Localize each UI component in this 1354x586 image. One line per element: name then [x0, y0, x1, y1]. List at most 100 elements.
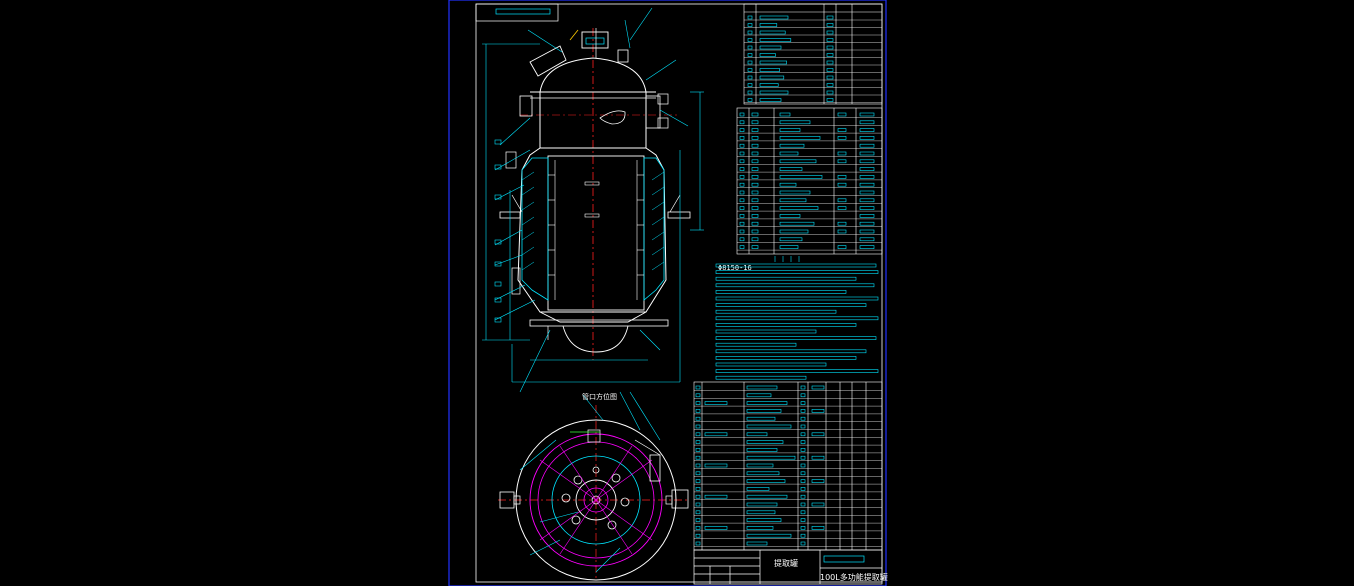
- tech-row-val: [837, 128, 847, 132]
- tech-row-code: [751, 167, 759, 171]
- tech-row-code: [751, 175, 759, 179]
- tech-row-unit: [859, 151, 875, 156]
- tech-row-code: [751, 136, 759, 140]
- bom-row-mat: [811, 409, 825, 413]
- note-line: [715, 303, 867, 307]
- bom-row-no: [695, 533, 701, 538]
- tech-row-no: [739, 198, 745, 203]
- tech-row-no: [739, 151, 745, 156]
- notes-lines: [715, 263, 879, 380]
- tech-row-no: [739, 182, 745, 187]
- nozzle-row-no: [747, 75, 753, 80]
- tech-row-desc: [779, 190, 811, 195]
- note-tag: Φ8150-16: [718, 264, 752, 272]
- note-line: [715, 296, 879, 301]
- tech-row-code: [751, 221, 759, 226]
- bom-row-no: [695, 526, 701, 530]
- technical-data-table: [736, 107, 883, 255]
- bom-row-qty: [800, 533, 806, 538]
- bom-row-name: [746, 479, 786, 483]
- bom-row-no: [695, 448, 701, 452]
- tech-row-desc: [779, 159, 817, 164]
- bom-row-name: [746, 494, 788, 499]
- note-line: [715, 263, 877, 268]
- tech-row-no: [739, 229, 745, 234]
- bom-row-name: [746, 533, 792, 538]
- tech-row-unit: [859, 136, 875, 140]
- bom-row-code: [704, 526, 728, 530]
- tech-row-desc: [779, 120, 811, 125]
- bom-row-no: [695, 455, 701, 460]
- tech-row-unit: [859, 198, 875, 203]
- bom-row-qty: [800, 494, 806, 499]
- tech-row-no: [739, 128, 745, 132]
- tech-row-code: [751, 151, 759, 156]
- tech-row-code: [751, 143, 759, 148]
- tech-row-code: [751, 206, 759, 210]
- tech-table-rows: [737, 112, 882, 251]
- tech-row-unit: [859, 167, 875, 171]
- tech-row-val: [837, 198, 847, 203]
- bom-row-qty: [800, 409, 806, 413]
- tech-row-code: [751, 198, 759, 203]
- tech-row-desc: [779, 175, 823, 179]
- tech-row-no: [739, 237, 745, 242]
- tech-row-code: [751, 159, 759, 164]
- bom-row-name: [746, 487, 770, 491]
- bom-row-no: [695, 416, 701, 421]
- tech-row-val: [837, 151, 847, 156]
- bom-row-name: [746, 416, 776, 421]
- bom-row-name: [746, 455, 796, 460]
- bom-row-qty: [800, 455, 806, 460]
- bom-row-no: [695, 541, 701, 546]
- bom-row-code: [704, 494, 728, 499]
- nozzle-row-no: [747, 23, 753, 27]
- bom-row-name: [746, 401, 788, 405]
- note-line: [715, 342, 797, 347]
- tech-row-val: [837, 175, 847, 179]
- tech-row-code: [751, 182, 759, 187]
- nozzle-row-desc: [759, 90, 789, 95]
- bom-row-name: [746, 440, 784, 444]
- tech-row-val: [837, 136, 847, 140]
- nozzle-row-no: [747, 53, 753, 57]
- bom-row-qty: [800, 487, 806, 491]
- bom-row-name: [746, 471, 780, 476]
- tech-row-unit: [859, 182, 875, 187]
- tech-row-no: [739, 136, 745, 140]
- tech-row-val: [837, 245, 847, 249]
- nozzle-row-size: [826, 90, 834, 95]
- note-line: [715, 323, 857, 327]
- tech-row-val: [837, 221, 847, 226]
- bom-row-no: [695, 494, 701, 499]
- bom-row-code: [704, 463, 728, 468]
- nozzle-row-no: [747, 38, 753, 42]
- bom-row-mat: [811, 479, 825, 483]
- note-line: [715, 316, 879, 321]
- bom-table: [693, 381, 883, 551]
- bom-row-mat: [811, 385, 825, 390]
- bom-row-name: [746, 502, 778, 507]
- bom-row-qty: [800, 510, 806, 515]
- nozzle-row-no: [747, 98, 753, 102]
- bom-row-no: [695, 440, 701, 444]
- tech-row-unit: [859, 237, 875, 242]
- bom-row-qty: [800, 432, 806, 437]
- note-line: [715, 375, 807, 380]
- bom-row-no: [695, 479, 701, 483]
- tech-row-no: [739, 143, 745, 148]
- nozzle-row-size: [826, 53, 834, 57]
- tech-row-unit: [859, 221, 875, 226]
- nozzle-row-desc: [759, 60, 787, 65]
- tech-row-no: [739, 175, 745, 179]
- stamp-text: 提取罐: [774, 558, 798, 568]
- tech-row-val: [837, 182, 847, 187]
- tech-row-unit: [859, 229, 875, 234]
- bom-row-no: [695, 385, 701, 390]
- tech-row-code: [751, 237, 759, 242]
- tech-row-unit: [859, 245, 875, 249]
- nozzle-row-no: [747, 90, 753, 95]
- nozzle-row-no: [747, 83, 753, 87]
- nozzle-row-desc: [759, 15, 789, 20]
